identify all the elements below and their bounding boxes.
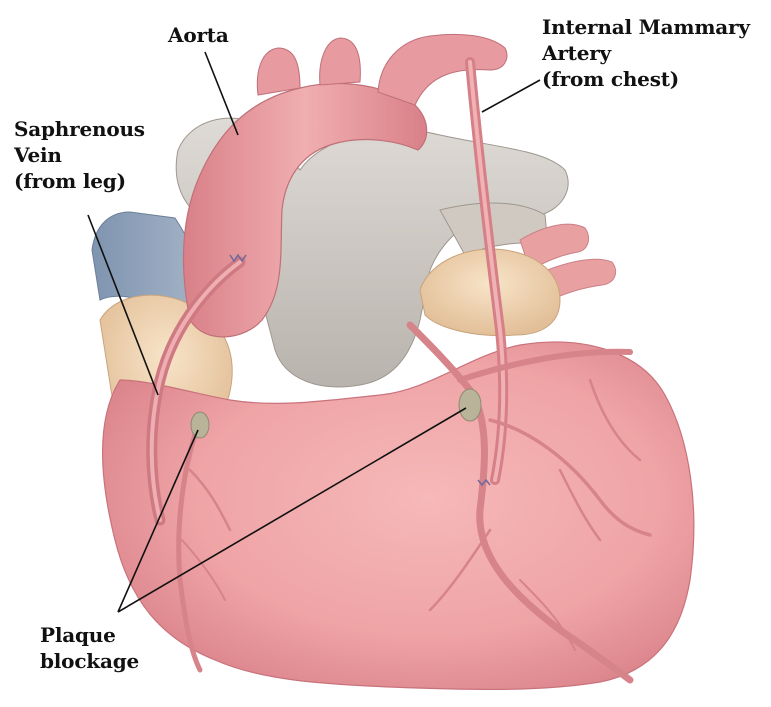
internal-mammary-artery-label: Internal Mammary Artery (from chest): [542, 14, 750, 92]
aorta-label: Aorta: [168, 22, 229, 48]
mammary-leader: [482, 80, 540, 112]
saphenous-label-line1: Saphrenous: [14, 116, 145, 142]
plaque-blockage-label: Plaque blockage: [40, 622, 139, 674]
plaque-label-line2: blockage: [40, 648, 139, 674]
saphenous-label-line2: Vein: [14, 142, 145, 168]
saphenous-vein-label: Saphrenous Vein (from leg): [14, 116, 145, 194]
left-subclavian: [378, 34, 507, 105]
left-carotid: [320, 38, 361, 85]
mammary-label-line1: Internal Mammary: [542, 14, 750, 40]
plaque-blockage-right: [191, 412, 209, 438]
aorta-label-text: Aorta: [168, 22, 229, 48]
brachiocephalic-trunk: [257, 48, 300, 95]
mammary-label-line2: Artery: [542, 40, 750, 66]
mammary-label-line3: (from chest): [542, 66, 750, 92]
plaque-blockage-left: [459, 389, 481, 421]
plaque-label-line1: Plaque: [40, 622, 139, 648]
saphenous-label-line3: (from leg): [14, 168, 145, 194]
